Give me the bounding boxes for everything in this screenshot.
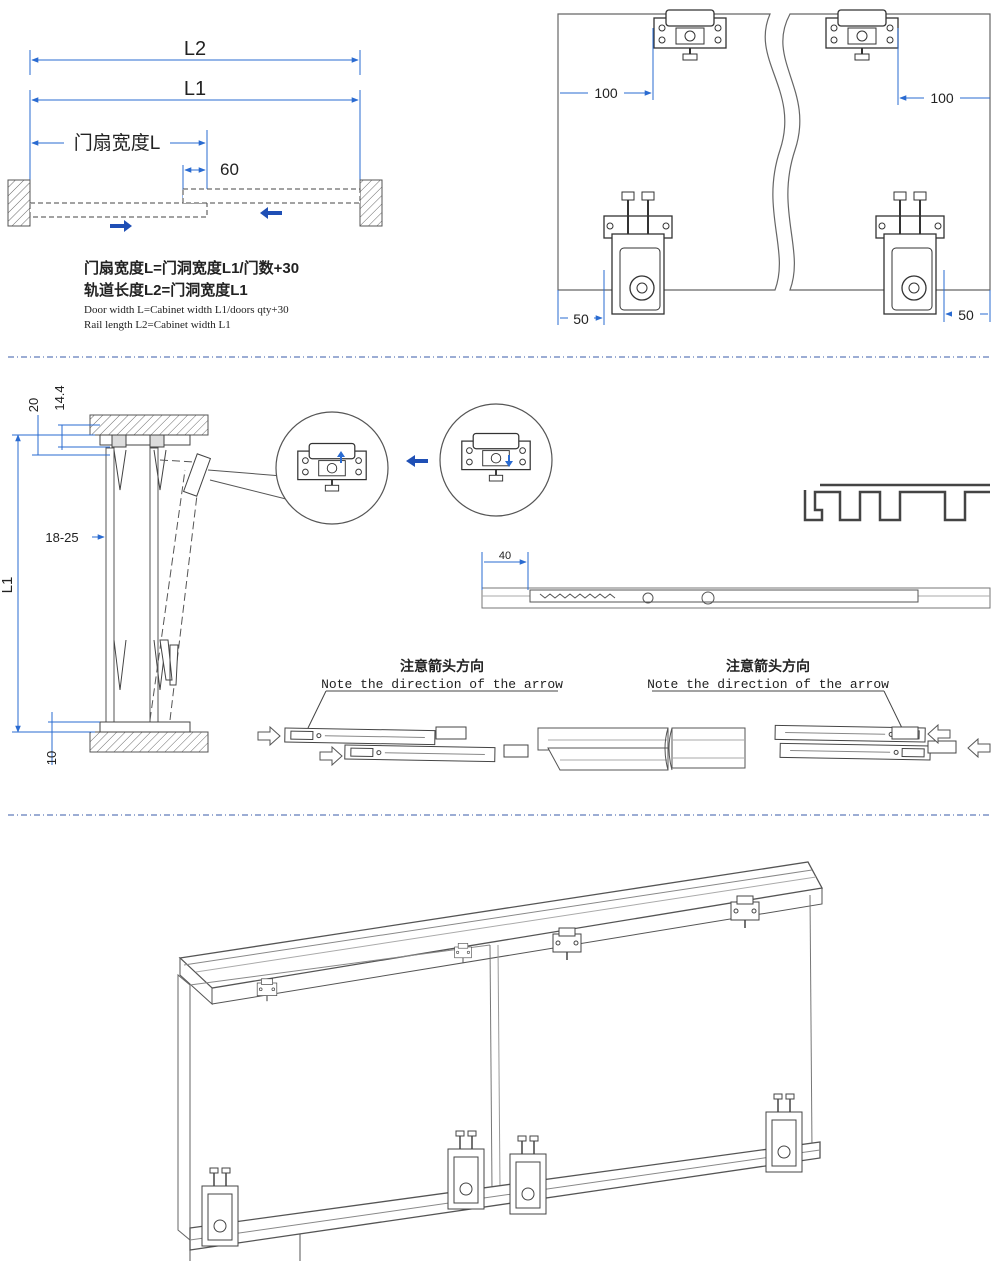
soft-close-unit xyxy=(529,589,919,603)
arrow-direction-left: 注意箭头方向 Note the direction of the arrow xyxy=(257,658,563,767)
formula-cn-1: 门扇宽度L=门洞宽度L1/门数+30 xyxy=(84,259,299,277)
door-front xyxy=(105,447,115,727)
door-panel-left-view xyxy=(557,13,786,291)
dim-10: 10 xyxy=(44,751,59,765)
note-en-left: Note the direction of the arrow xyxy=(321,677,563,692)
dim-14-4: 14.4 xyxy=(52,385,67,410)
arrow-right-icon xyxy=(110,220,132,232)
roller-position-diagram: 100 100 50 50 xyxy=(557,9,991,327)
tilted-roller xyxy=(182,453,212,497)
note-cn-left: 注意箭头方向 xyxy=(400,658,484,674)
arrow-direction-right: 注意箭头方向 Note the direction of the arrow xyxy=(647,658,991,761)
insert-arrow-icon-3 xyxy=(927,723,951,745)
wall-right xyxy=(359,179,383,227)
note-en-right: Note the direction of the arrow xyxy=(647,677,889,692)
soft-close-part-left-2 xyxy=(344,744,496,763)
door-panel-right xyxy=(182,188,361,204)
label-l2: L2 xyxy=(184,38,206,60)
bottom-roller-1 xyxy=(201,1167,239,1247)
dim-100-left: 100 xyxy=(594,85,618,101)
rail-with-stopper: 40 xyxy=(481,550,991,609)
dim-50-right: 50 xyxy=(958,307,974,323)
note-cn-right: 注意箭头方向 xyxy=(726,658,810,674)
top-rail-section xyxy=(99,434,191,446)
wall-left xyxy=(7,179,31,227)
rail-profile xyxy=(803,483,990,522)
label-l1: L1 xyxy=(184,78,206,100)
label-overlap: 60 xyxy=(220,160,239,179)
label-door-width: 门扇宽度L xyxy=(74,132,161,154)
bottom-roller-4 xyxy=(765,1093,803,1173)
formula-en-2: Rail length L2=Cabinet width L1 xyxy=(84,319,231,331)
zoom-detail xyxy=(207,403,553,525)
dim-40: 40 xyxy=(499,550,511,562)
bottom-rail-section xyxy=(99,721,191,733)
dim-l1-vertical-label: L1 xyxy=(0,577,16,594)
dim-50-left: 50 xyxy=(573,311,589,327)
cabinet-bottom xyxy=(89,731,209,753)
adjust-arrow-icon xyxy=(406,455,428,467)
door-panel-back-edge xyxy=(809,894,813,1151)
soft-close-part-left-1 xyxy=(284,727,436,746)
insert-arrow-icon-1 xyxy=(257,725,281,747)
door-divider xyxy=(489,944,493,1191)
bottom-rail-3d xyxy=(189,1141,821,1251)
dim-20: 20 xyxy=(26,398,41,412)
rail-sections xyxy=(537,727,746,771)
formula-en-1: Door width L=Cabinet width L1/doors qty+… xyxy=(84,304,289,316)
hanger-1 xyxy=(256,978,278,1002)
door-panel-left xyxy=(29,202,208,218)
arrow-left-icon xyxy=(260,207,282,219)
assembly-perspective xyxy=(177,861,824,1261)
bottom-roller-2 xyxy=(447,1130,485,1210)
formula-cn-2: 轨道长度L2=门洞宽度L1 xyxy=(84,281,248,299)
side-section-diagram: L1 20 14.4 18-25 10 xyxy=(0,385,212,765)
soft-close-part-right-2 xyxy=(779,742,931,761)
door-back xyxy=(149,447,159,727)
bottom-roller-3 xyxy=(509,1135,547,1215)
dim-100-right: 100 xyxy=(930,90,954,106)
hanger-3 xyxy=(552,927,582,961)
insert-arrow-icon-2 xyxy=(319,745,343,767)
insert-arrow-icon-4 xyxy=(967,737,991,759)
dim-18-25: 18-25 xyxy=(45,530,78,545)
door-panel-front-edge xyxy=(177,973,191,1242)
cabinet-top xyxy=(89,414,209,436)
door-width-diagram: L2 L1 门扇宽度L 60 门扇宽度L=门洞宽度L1/门数+30 轨道长度L2… xyxy=(7,38,383,331)
